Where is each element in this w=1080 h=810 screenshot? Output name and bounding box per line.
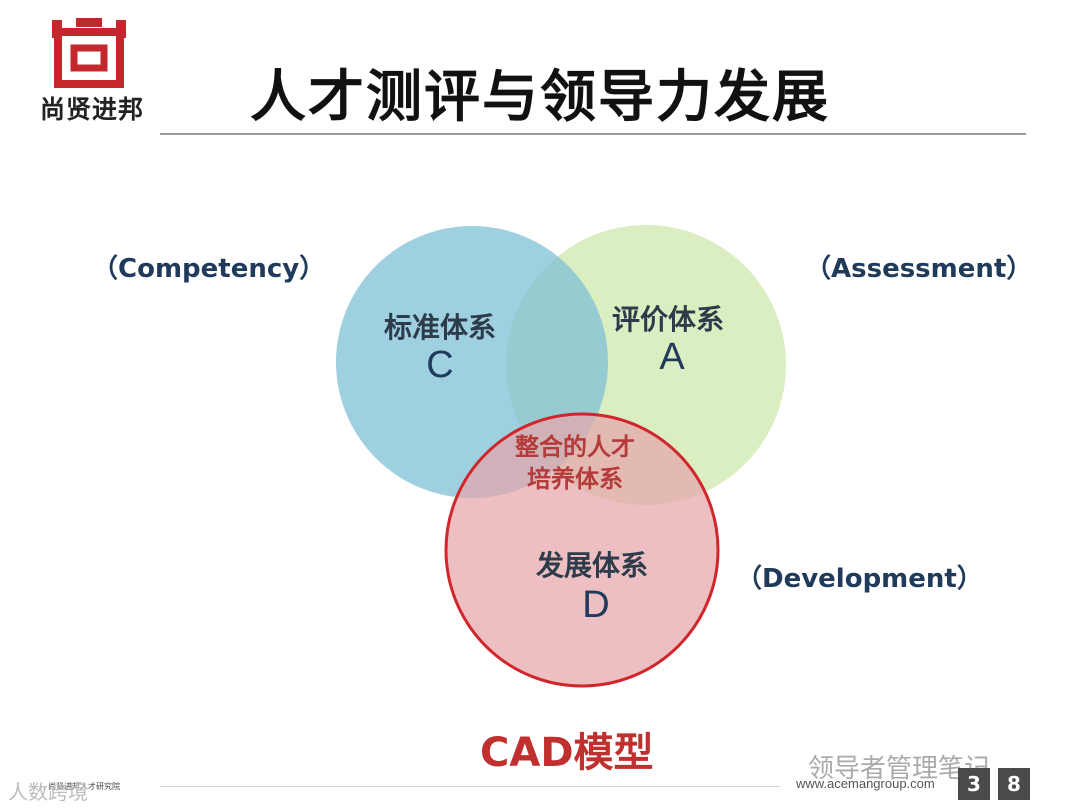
circle-development [444, 412, 720, 688]
assessment-label: （Assessment） [805, 254, 1033, 284]
development-label: （Development） [736, 564, 983, 594]
competency-label: （Competency） [92, 254, 326, 284]
page-title: 人才测评与领导力发展 [250, 65, 830, 130]
center-line-2: 培养体系 [527, 465, 623, 493]
assessment-letter: A [659, 336, 685, 378]
logo-mark-icon [52, 18, 126, 88]
footer-url: www.acemangroup.com [796, 776, 935, 791]
competency-letter: C [426, 344, 454, 386]
watermark-left: 人数跨境 [8, 780, 88, 804]
center-line-1: 整合的人才 [515, 433, 635, 461]
competency-cn: 标准体系 [383, 311, 496, 344]
logo-text: 尚贤进邦 [39, 95, 144, 124]
development-cn: 发展体系 [535, 549, 648, 582]
company-logo: 尚贤进邦 [22, 18, 162, 128]
center-label: 整合的人才 培养体系 [500, 431, 650, 495]
footer-tiny-text: 尚贤进邦人才研究院 [48, 782, 120, 791]
development-letter: D [582, 584, 610, 626]
title-divider [160, 133, 1026, 135]
page-number-digit-2: 8 [998, 768, 1030, 800]
footer-divider [160, 786, 780, 787]
page-number-digit-1: 3 [958, 768, 990, 800]
assessment-cn: 评价体系 [611, 303, 724, 336]
model-label: CAD模型 [480, 730, 654, 776]
